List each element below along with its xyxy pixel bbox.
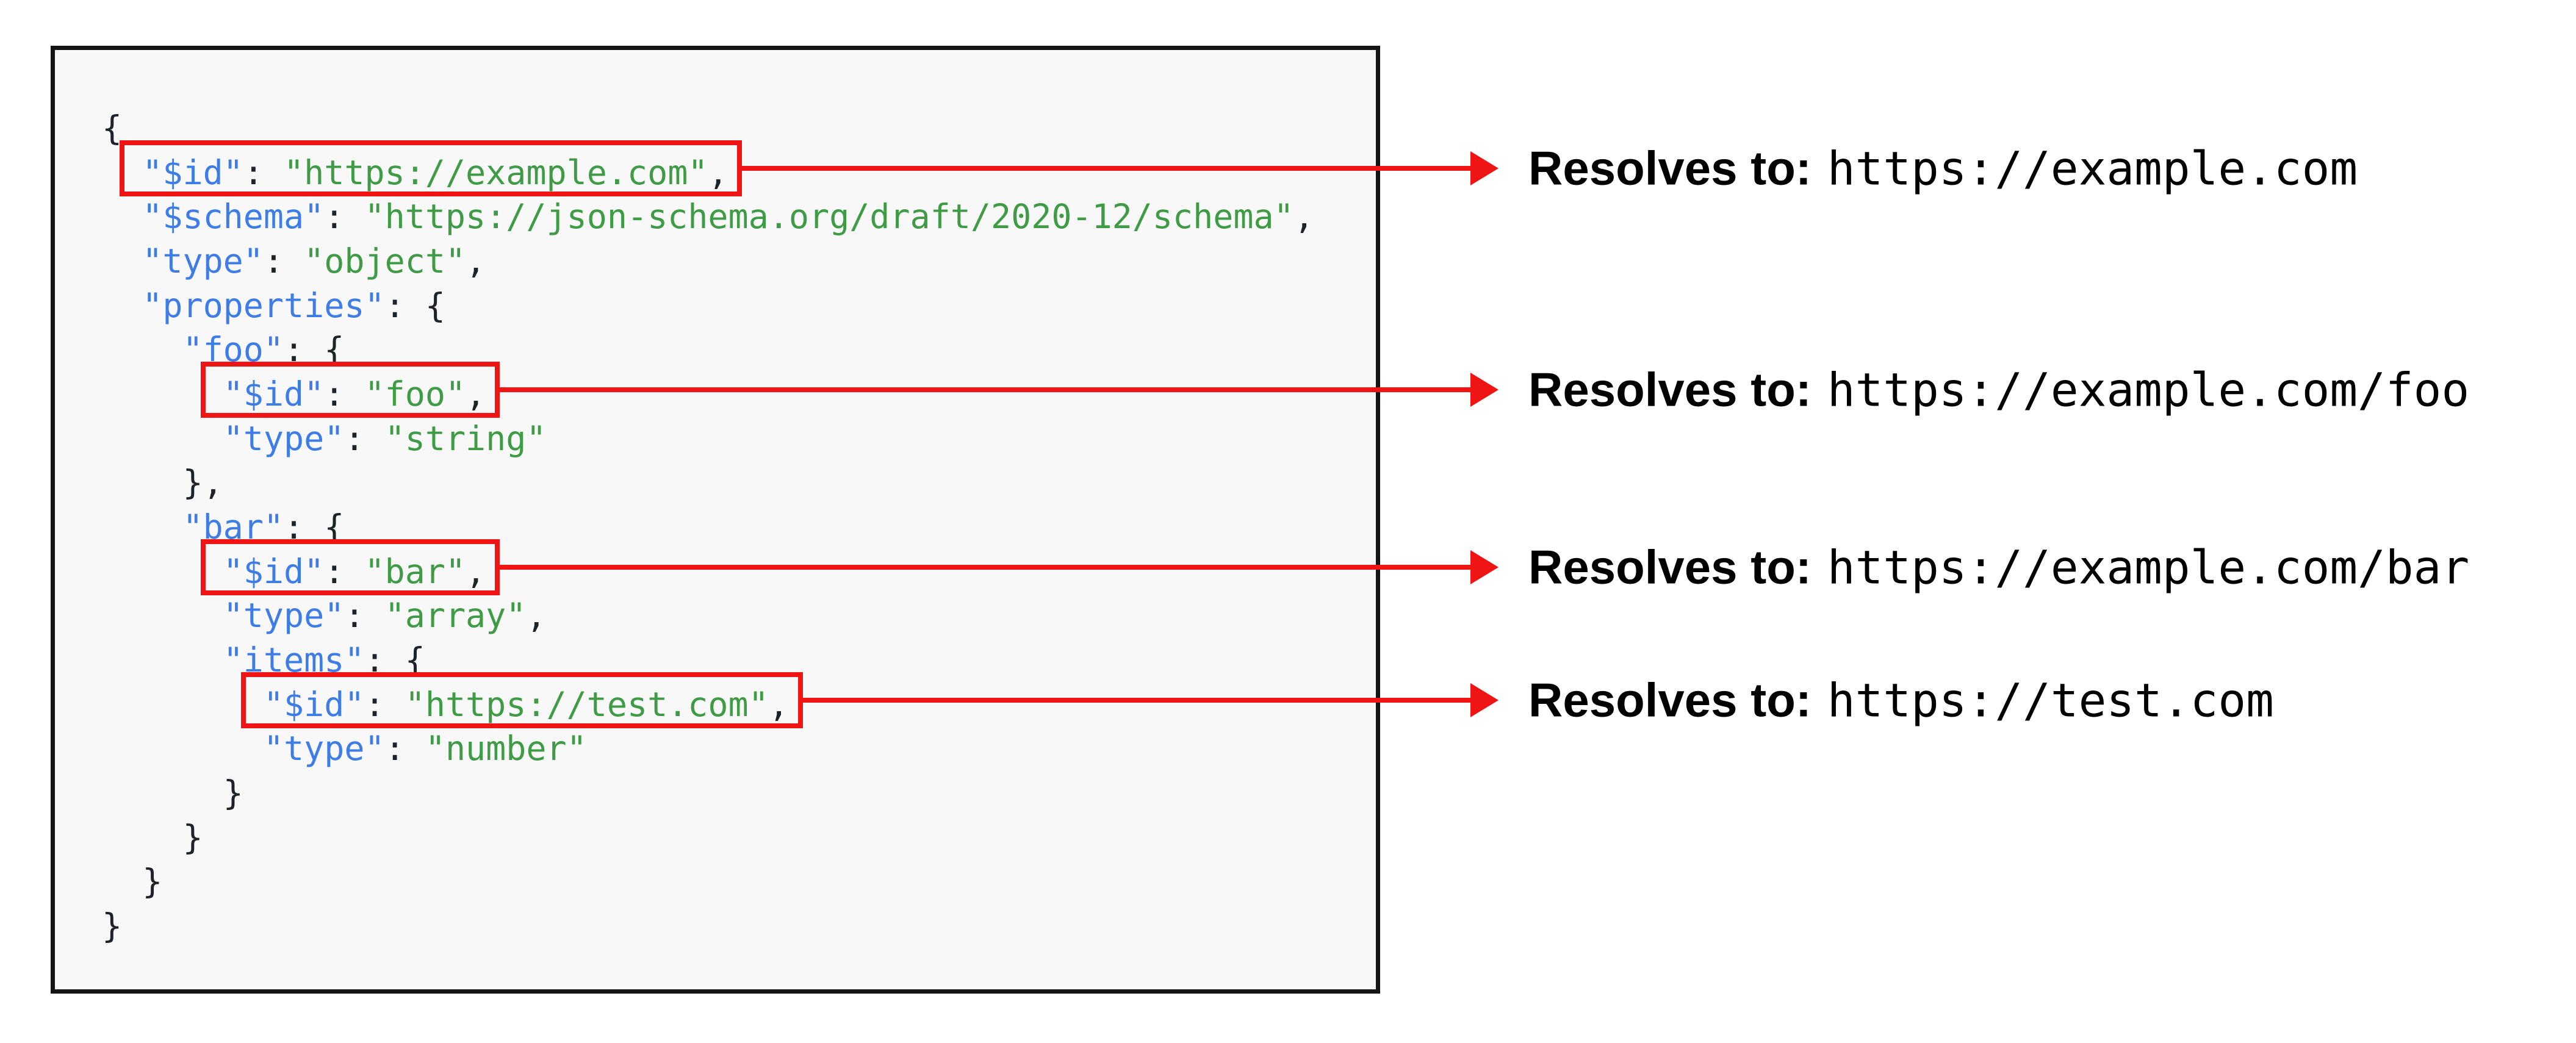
code-token: "bar"	[364, 551, 466, 591]
code-token: },	[102, 463, 223, 503]
connector-line	[500, 387, 1474, 393]
code-token	[102, 286, 142, 325]
code-token: "array"	[384, 596, 527, 636]
annotation-row: Resolves to: https://test.com	[1528, 672, 2274, 728]
code-token: ,	[466, 551, 486, 591]
code-token	[102, 685, 264, 724]
code-token: "foo"	[364, 374, 466, 414]
code-token: ,	[768, 684, 789, 724]
code-token: :	[344, 596, 385, 636]
code-line: "type": "object",	[102, 239, 1314, 284]
connector-line	[802, 697, 1474, 703]
code-token: "type"	[263, 729, 385, 769]
code-token: "object"	[304, 241, 466, 281]
code-token: }	[102, 773, 243, 812]
code-token: {	[102, 109, 123, 148]
code-line: "$id": "foo",	[102, 372, 1314, 417]
code-token: ,	[1293, 197, 1314, 237]
code-token: :	[324, 197, 365, 237]
annotation-row: Resolves to: https://example.com/bar	[1528, 540, 2469, 595]
arrow-head	[1470, 373, 1498, 407]
highlight-box	[120, 140, 743, 197]
code-token: ,	[708, 152, 729, 192]
code-token: ,	[466, 241, 486, 281]
code-token: "string"	[384, 418, 547, 458]
code-token	[102, 419, 223, 458]
code-token: "https://json-schema.org/draft/2020-12/s…	[364, 197, 1294, 237]
resolves-url: https://example.com/foo	[1827, 362, 2470, 417]
code-token: :	[384, 729, 425, 769]
code-line: "$id": "bar",	[102, 550, 1314, 594]
connector-line	[742, 166, 1474, 171]
code-line: "type": "array",	[102, 593, 1314, 638]
resolves-label: Resolves to:	[1528, 673, 1811, 727]
code-line: "type": "number"	[102, 726, 1314, 771]
code-line: {	[102, 106, 1314, 151]
code-token	[102, 330, 182, 369]
code-token: :	[344, 418, 385, 458]
code-token: "properties"	[142, 285, 385, 325]
resolves-url: https://example.com	[1827, 141, 2358, 196]
code-line: "$id": "https://test.com",	[102, 683, 1314, 727]
resolves-label: Resolves to:	[1528, 540, 1811, 594]
connector-line	[500, 565, 1474, 570]
code-token: "number"	[425, 729, 587, 769]
code-token: :	[364, 684, 405, 724]
code-token: :	[324, 374, 365, 414]
code-line: }	[102, 815, 1314, 860]
code-token: :	[324, 551, 365, 591]
code-line: "type": "string"	[102, 417, 1314, 461]
code-token: "$id"	[263, 684, 365, 724]
annotation-row: Resolves to: https://example.com	[1528, 141, 2358, 196]
code-token: "type"	[223, 596, 345, 636]
code-token: : {	[384, 285, 445, 325]
code-line: }	[102, 771, 1314, 815]
json-code: { "$id": "https://example.com", "$schema…	[102, 106, 1314, 948]
arrow-head	[1470, 550, 1498, 584]
resolves-url: https://example.com/bar	[1827, 540, 2470, 595]
code-line: "$schema": "https://json-schema.org/draf…	[102, 195, 1314, 239]
code-token: }	[102, 906, 123, 945]
code-token	[102, 197, 142, 236]
code-token: "$schema"	[142, 197, 325, 237]
code-token: :	[243, 152, 284, 192]
code-token	[102, 640, 223, 679]
code-token	[102, 242, 142, 281]
annotation-row: Resolves to: https://example.com/foo	[1528, 362, 2469, 418]
code-line: "$id": "https://example.com",	[102, 151, 1314, 195]
code-token: ,	[526, 596, 547, 636]
code-token	[102, 729, 264, 768]
code-token: "type"	[142, 241, 264, 281]
resolves-label: Resolves to:	[1528, 362, 1811, 417]
arrow-head	[1470, 683, 1498, 717]
code-token: "$id"	[142, 152, 243, 192]
code-token: "$id"	[223, 551, 325, 591]
highlight-box	[200, 539, 500, 595]
code-token: :	[263, 241, 304, 281]
highlight-box	[200, 362, 500, 418]
resolves-url: https://test.com	[1827, 673, 2274, 728]
code-token: }	[102, 817, 203, 857]
code-token: "type"	[223, 418, 345, 458]
code-token: ,	[466, 374, 486, 414]
resolves-label: Resolves to:	[1528, 141, 1811, 195]
code-line: }	[102, 859, 1314, 904]
code-line: }	[102, 904, 1314, 948]
code-token: "https://example.com"	[284, 152, 708, 192]
code-token: "https://test.com"	[405, 684, 769, 724]
highlight-box	[240, 672, 803, 728]
code-token: "$id"	[223, 374, 325, 414]
code-line: },	[102, 461, 1314, 505]
code-token	[102, 596, 223, 635]
code-token	[102, 507, 182, 547]
code-line: "properties": {	[102, 284, 1314, 328]
arrow-head	[1470, 151, 1498, 186]
code-token: }	[102, 862, 163, 901]
